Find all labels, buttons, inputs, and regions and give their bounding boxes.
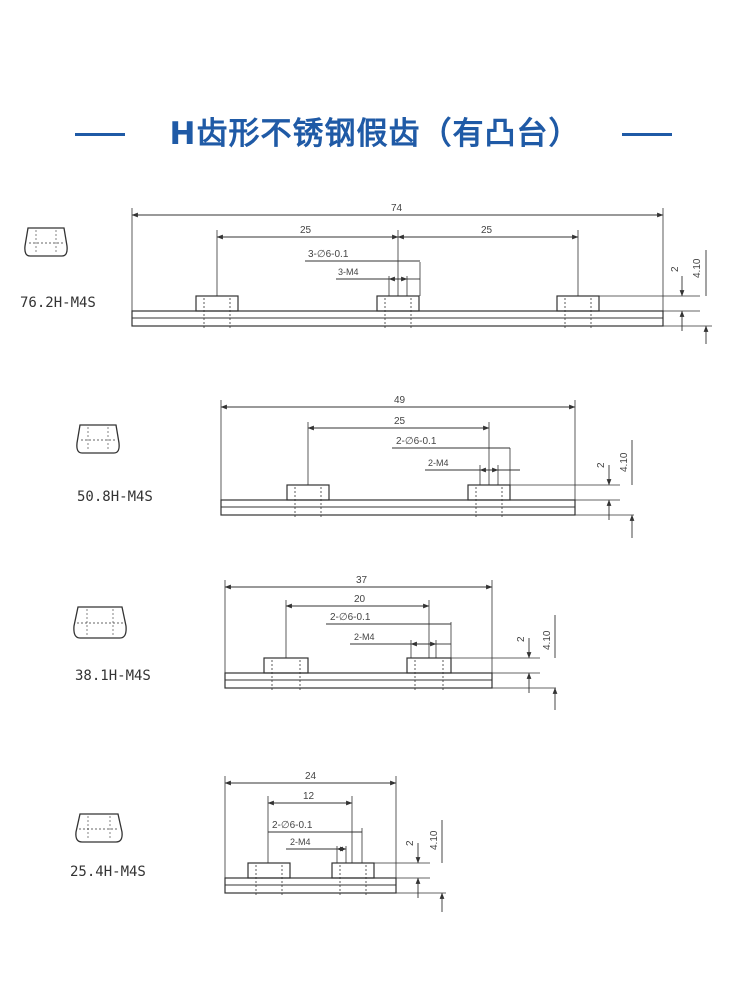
profile-icon	[75, 813, 123, 843]
dim-pitch-right: 25	[481, 225, 493, 236]
part-76-2h-m4s: 76.2H-M4S	[20, 203, 712, 344]
page-title: H齿形不锈钢假齿（有凸台）	[169, 116, 581, 152]
dim-threads: 2-M4	[354, 632, 375, 642]
dim-pitch: 25	[394, 416, 406, 427]
dim-pitch: 20	[354, 594, 366, 605]
model-label: 50.8H-M4S	[77, 489, 153, 505]
part-38-1h-m4s: 38.1H-M4S	[73, 575, 558, 710]
part-50-8h-m4s: 50.8H-M4S	[76, 395, 635, 538]
boss-left	[263, 657, 309, 674]
dim-holes: 2-∅6-0.1	[272, 820, 313, 831]
dim-height-small: 2	[405, 840, 416, 846]
boss-right	[467, 484, 511, 501]
dim-threads: 2-M4	[428, 458, 449, 468]
dim-height-small: 2	[596, 462, 607, 468]
boss-right	[406, 657, 452, 674]
part-25-4h-m4s: 25.4H-M4S	[70, 771, 446, 912]
profile-icon	[73, 606, 127, 639]
dim-overall: 24	[305, 771, 317, 782]
model-label: 38.1H-M4S	[75, 668, 151, 684]
profile-icon	[76, 424, 120, 454]
dim-holes: 3-∅6-0.1	[308, 249, 349, 260]
boss-right	[556, 295, 600, 312]
boss-left	[247, 862, 291, 879]
dim-holes: 2-∅6-0.1	[396, 436, 437, 447]
dim-height-small: 2	[670, 266, 681, 272]
boss-middle	[376, 295, 420, 312]
base-plate	[224, 877, 397, 894]
base-plate	[131, 310, 664, 327]
title-right-rule	[622, 133, 672, 136]
dim-overall: 74	[391, 203, 403, 214]
base-plate	[220, 499, 576, 516]
dim-height-total: 4.10	[429, 830, 440, 850]
dim-height-total: 4.10	[692, 258, 703, 278]
dim-threads: 2-M4	[290, 837, 311, 847]
boss-right	[331, 862, 375, 879]
base-plate	[224, 672, 493, 689]
profile-icon	[24, 227, 68, 257]
dim-height-total: 4.10	[619, 452, 630, 472]
dim-pitch: 12	[303, 791, 315, 802]
dim-height-small: 2	[516, 636, 527, 642]
boss-left	[195, 295, 239, 312]
dim-pitch-left: 25	[300, 225, 312, 236]
dim-threads: 3-M4	[338, 267, 359, 277]
dim-holes: 2-∅6-0.1	[330, 612, 371, 623]
dim-overall: 37	[356, 575, 368, 586]
title-left-rule	[75, 133, 125, 136]
dim-height-total: 4.10	[542, 630, 553, 650]
model-label: 76.2H-M4S	[20, 295, 96, 311]
boss-left	[286, 484, 330, 501]
model-label: 25.4H-M4S	[70, 864, 146, 880]
dim-overall: 49	[394, 395, 406, 406]
